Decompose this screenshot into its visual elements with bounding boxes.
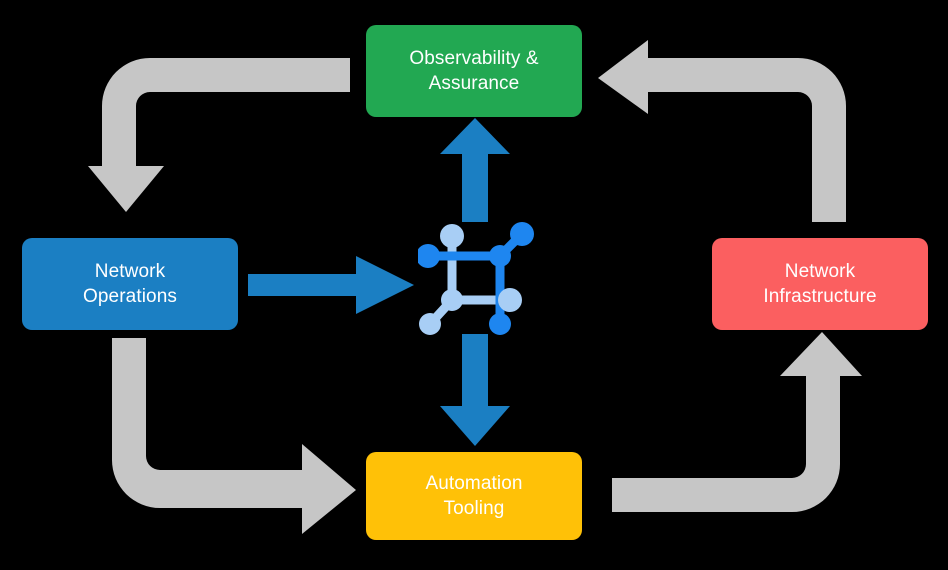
node-lower-left-light xyxy=(419,313,441,335)
elbow-arrow-operations-to-automation xyxy=(112,338,356,534)
arrow-center-to-observability xyxy=(440,118,510,222)
arrow-operations-to-center xyxy=(248,256,414,314)
node-center-hub xyxy=(489,245,511,267)
elbow-arrow-observability-to-operations xyxy=(88,58,350,212)
node-top-right-dark xyxy=(510,222,534,246)
elbow-arrow-infrastructure-to-observability xyxy=(598,40,846,222)
box-network-operations[interactable]: Network Operations xyxy=(22,238,238,330)
box-observability-assurance[interactable]: Observability & Assurance xyxy=(366,25,582,117)
node-top-left-light xyxy=(440,224,464,248)
arrow-center-to-automation xyxy=(440,334,510,446)
network-topology-icon xyxy=(418,222,534,335)
elbow-arrow-automation-to-infrastructure xyxy=(612,332,862,512)
box-automation-tooling[interactable]: Automation Tooling xyxy=(366,452,582,540)
node-right-light xyxy=(498,288,522,312)
box-network-infrastructure[interactable]: Network Infrastructure xyxy=(712,238,928,330)
node-bottom-left-light xyxy=(441,289,463,311)
node-left-dark xyxy=(418,244,440,268)
node-bottom-dark xyxy=(489,313,511,335)
